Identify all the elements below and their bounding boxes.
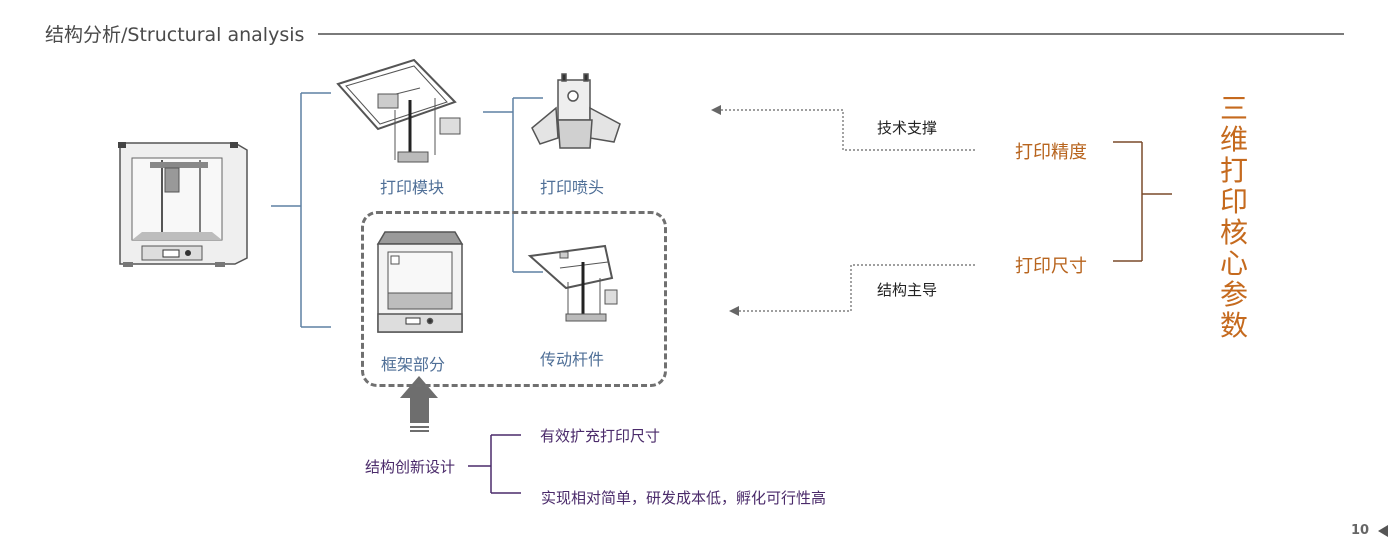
page-number: 10 — [1351, 523, 1370, 538]
print-module-illustration — [336, 58, 461, 163]
structure-group-box — [361, 211, 667, 387]
innovation-benefit-1: 有效扩充打印尺寸 — [540, 427, 661, 445]
up-arrow-icon — [400, 376, 438, 423]
frame-part-illustration — [376, 231, 464, 333]
innovation-benefit-2: 实现相对简单，研发成本低，孵化可行性高 — [541, 489, 827, 507]
print-module-label: 打印模块 — [380, 178, 445, 197]
transmission-rod-illustration — [527, 244, 618, 322]
structure-lead-label: 结构主导 — [877, 281, 938, 299]
tech-support-arrow-line — [720, 109, 975, 151]
title-divider — [318, 33, 1344, 35]
transmission-rod-label: 传动杆件 — [540, 350, 605, 369]
print-nozzle-label: 打印喷头 — [540, 178, 605, 197]
previous-page-icon[interactable] — [1378, 525, 1388, 537]
tech-support-label: 技术支撑 — [877, 119, 938, 137]
frame-part-label: 框架部分 — [381, 355, 446, 374]
innovation-label: 结构创新设计 — [365, 458, 456, 476]
printer-illustration — [118, 142, 248, 267]
core-parameters-title: 三 维 打 印 核 心 参 数 — [1219, 92, 1248, 342]
structure-lead-arrow-line — [738, 264, 975, 312]
print-nozzle-illustration — [531, 73, 621, 149]
print-precision-label: 打印精度 — [1015, 142, 1087, 163]
tech-support-arrow-head — [711, 105, 721, 115]
page-title: 结构分析/Structural analysis — [45, 24, 305, 46]
print-size-label: 打印尺寸 — [1015, 256, 1087, 277]
structure-lead-arrow-head — [729, 306, 739, 316]
